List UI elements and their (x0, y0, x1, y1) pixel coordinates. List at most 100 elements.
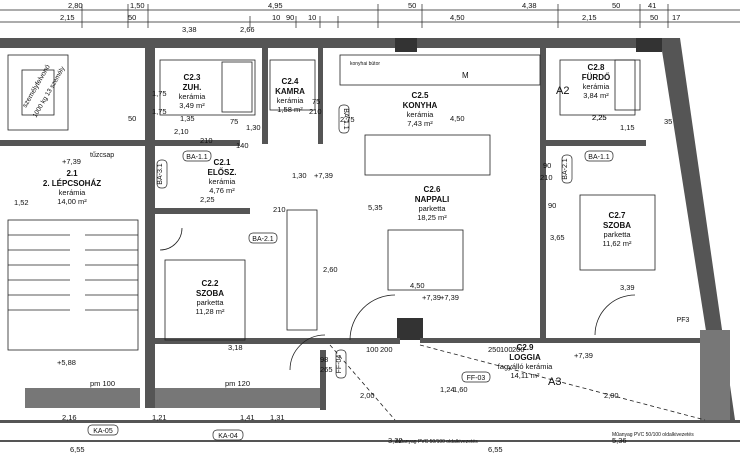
level-2: +7,39 (314, 171, 333, 180)
room-area: 11,28 m² (195, 307, 225, 316)
dim-label: 6,55 (488, 445, 503, 454)
dim-label: 5,36 (612, 436, 627, 445)
tag-ba11-a: BA-1.1 (186, 154, 208, 161)
note-tuzcsap: tűzcsap (90, 152, 114, 159)
dim-label: 3,65 (550, 233, 565, 242)
dim-label: 1,15 (620, 123, 635, 132)
dim-label: 2,25 (592, 113, 607, 122)
room-area: 14,11 m² (510, 371, 540, 380)
level-3: +7,39 (422, 293, 441, 302)
level-4: +7,39 (574, 351, 593, 360)
dim-top-11: 90 (286, 13, 294, 22)
room-code: C2.1 (214, 158, 231, 167)
dim-label: 2,00 (360, 391, 375, 400)
room-name: NAPPALI (415, 195, 450, 204)
dim-top-2: 1,50 (130, 1, 145, 10)
room-c2-7: C2.7 SZOBA parketta 11,62 m² (602, 211, 632, 248)
dim-label: 200 (512, 345, 525, 354)
room-c2-4: C2.4 KAMRA kerámia 1,58 m² (275, 77, 305, 114)
dim-label: 250 (488, 345, 501, 354)
dim-label: 1,30 (292, 171, 307, 180)
dim-top-5: 4,38 (522, 1, 537, 10)
dim-label: 2,25 (592, 113, 607, 122)
tag-pf3: PF3 (677, 317, 690, 324)
room-c2-3: C2.3 ZUH. kerámia 3,49 m² (179, 73, 207, 110)
room-floor: fagyálló kerámia (498, 362, 553, 371)
walls (0, 38, 740, 442)
room-floor: parketta (603, 230, 631, 239)
dim-label: +7,39 (440, 293, 459, 302)
note-kitchen: konyhai bútor (350, 61, 380, 67)
dim-top-12: 10 (308, 13, 316, 22)
dim-top-16: 17 (672, 13, 680, 22)
top-dimension-chain (0, 4, 740, 28)
tag-ka05: KA-05 (93, 428, 113, 435)
dim-label: 3,18 (228, 343, 243, 352)
tag-ba31: BA-3.1 (157, 163, 164, 185)
room-name: LOGGIA (509, 353, 541, 362)
dim-label: 3,38 (182, 25, 197, 34)
dim-label: 210 (200, 136, 213, 145)
room-area: 18,25 m² (417, 213, 447, 222)
dim-top-6: 50 (612, 1, 620, 10)
dim-top-9: 50 (128, 13, 136, 22)
room-floor: parketta (196, 298, 224, 307)
dim-label: 140 (236, 141, 249, 150)
dim-label: pm 120 (225, 379, 250, 388)
tag-ba11-b: BA-1.1 (342, 108, 349, 130)
room-floor: kerámia (407, 110, 435, 119)
room-c2-6: C2.6 NAPPALI parketta 18,25 m² (415, 185, 450, 222)
note-pvc-1: Műanyag PVC 50/100 oldalkivezetés (396, 439, 478, 445)
dim-label: 265 (320, 365, 333, 374)
room-code: C2.3 (184, 73, 201, 82)
tag-ka04: KA-04 (218, 433, 238, 440)
dim-label: 90 (543, 161, 551, 170)
tag-ba21-a: BA-2.1 (252, 236, 274, 243)
dim-label: 100 (500, 345, 513, 354)
dim-label: 1,24 (440, 385, 455, 394)
dim-label: 1,30 (246, 123, 261, 132)
dim-top-7: 41 (648, 1, 656, 10)
room-area: 4,76 m² (209, 186, 235, 195)
room-name: SZOBA (603, 221, 631, 230)
tag-ba21-b: BA-2.1 (562, 158, 569, 180)
level-markers: +7,39 +7,39 +7,39 +7,39 +5,88 (57, 157, 593, 367)
room-area: 3,49 m² (179, 101, 205, 110)
room-floor: parketta (418, 204, 446, 213)
dim-label: 1,41 (240, 413, 255, 422)
tag-ba11-c: BA-1.1 (588, 154, 610, 161)
dim-label: 50 (128, 114, 136, 123)
room-lines (7, 54, 706, 421)
dim-label: 1,75 (152, 89, 167, 98)
dim-top-15: 50 (650, 13, 658, 22)
dim-label: 2,75 (340, 115, 355, 124)
dim-top-13: 4,50 (450, 13, 465, 22)
dim-label: 35 (664, 117, 672, 126)
dim-label: 1,52 (14, 198, 29, 207)
dim-label: 2,16 (62, 413, 77, 422)
level-5: +5,88 (57, 358, 76, 367)
room-code: C2.5 (412, 91, 429, 100)
room-area: 11,62 m² (602, 239, 632, 248)
dim-top-4: 50 (408, 1, 416, 10)
tags (87, 104, 614, 441)
room-code: C2.4 (282, 77, 299, 86)
dim-top-3: 4,95 (268, 1, 283, 10)
room-name: ZUH. (183, 83, 202, 92)
dim-label: pm 100 (90, 379, 115, 388)
dim-label: 3,39 (620, 283, 635, 292)
room-c2-1: C2.1 ELŐSZ. kerámia 4,76 m² (208, 158, 237, 195)
room-area: 3,84 m² (583, 91, 609, 100)
room-c2-8: C2.8 FÜRDŐ kerámia 3,84 m² (582, 63, 610, 100)
room-code: C2.7 (609, 211, 626, 220)
tag-a2: A2 (556, 85, 569, 97)
dim-label: 4,50 (450, 114, 465, 123)
tag-ff04: FF-04 (336, 355, 343, 374)
room-code: C2.2 (202, 279, 219, 288)
note-m: M (462, 71, 469, 80)
dim-label: 75 (230, 117, 238, 126)
room-area: 14,00 m² (57, 197, 87, 206)
dim-label: 1,75 (152, 107, 167, 116)
dim-label: 6,55 (70, 445, 85, 454)
dim-top-14: 2,15 (582, 13, 597, 22)
